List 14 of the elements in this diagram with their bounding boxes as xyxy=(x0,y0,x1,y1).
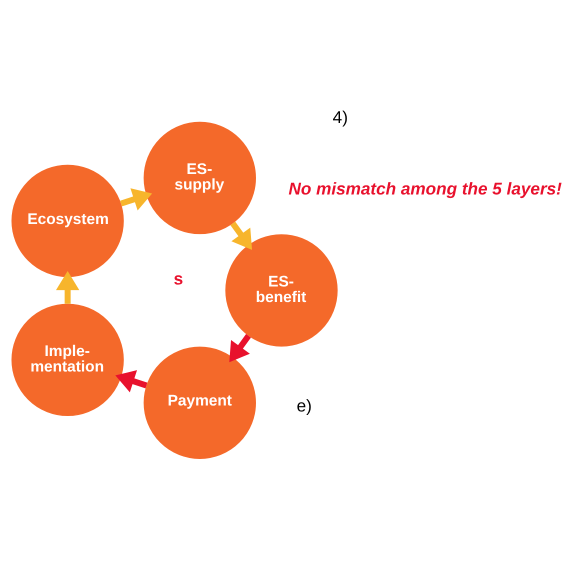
arrow xyxy=(115,370,148,392)
node-circle: ES- supply xyxy=(144,122,256,234)
arrow xyxy=(120,188,152,210)
node-circle: Imple- mentation xyxy=(11,304,124,416)
node-circle: ES- benefit xyxy=(225,234,338,347)
label: 4) xyxy=(332,107,348,128)
node-circle: Payment xyxy=(144,346,256,459)
arrow xyxy=(230,222,252,250)
label: s xyxy=(174,268,184,288)
label: e) xyxy=(296,395,312,416)
label: No mismatch among the 5 layers! xyxy=(288,178,562,198)
node-circle: Ecosystem xyxy=(11,164,124,278)
arrow xyxy=(229,334,251,362)
arrow xyxy=(56,271,80,304)
